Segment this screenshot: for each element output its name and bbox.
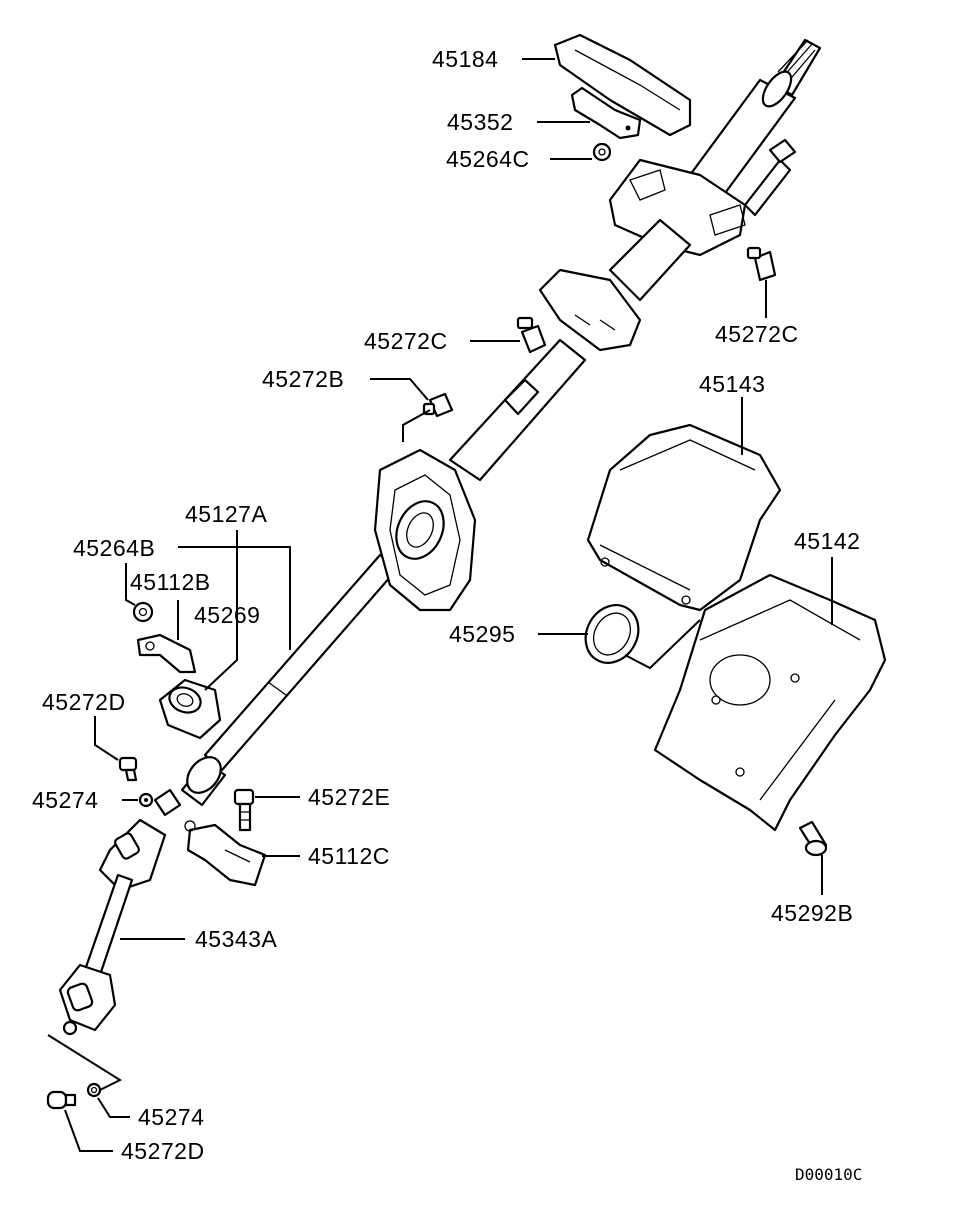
label-45143: 45143: [699, 371, 765, 397]
label-45264C: 45264C: [446, 146, 530, 172]
part-45274-washer-bottom: [86, 1082, 102, 1098]
lower-universal-joint: [58, 963, 117, 1036]
part-45272C-bolt-left: [516, 316, 547, 354]
label-45272E: 45272E: [308, 784, 390, 810]
part-45112C-bracket: [184, 820, 267, 887]
label-45269: 45269: [194, 602, 260, 628]
label-45343A: 45343A: [195, 926, 277, 952]
label-45272D-bottom: 45272D: [121, 1138, 205, 1164]
part-45352-clamp: [570, 86, 642, 140]
leader-lines: [47, 58, 833, 1152]
label-45142: 45142: [794, 528, 860, 554]
label-45272D-top: 45272D: [42, 689, 126, 715]
part-45274-washer-top: [138, 792, 154, 808]
upper-universal-joint: [98, 788, 182, 892]
label-45292B: 45292B: [771, 900, 853, 926]
label-45264B: 45264B: [73, 535, 155, 561]
part-45272E-bolt: [233, 788, 255, 832]
part-45343A-intermediate-shaft: [83, 873, 134, 977]
part-45264C-nut: [592, 142, 612, 162]
part-45272D-bolt-top: [118, 756, 138, 782]
dust-boot-plate: [373, 448, 477, 612]
label-45272C-right: 45272C: [715, 321, 799, 347]
part-45184-cover: [553, 33, 692, 137]
part-45264B-nut: [132, 601, 154, 623]
part-45272B-bolt: [422, 392, 454, 418]
part-45272C-bolt-right: [746, 246, 777, 282]
label-45272C-left: 45272C: [364, 328, 448, 354]
part-45143-upper-cover: [586, 423, 782, 612]
label-45274-top: 45274: [32, 787, 98, 813]
part-45295-ring: [584, 604, 640, 664]
label-45295: 45295: [449, 621, 515, 647]
label-45112C: 45112C: [308, 843, 390, 869]
part-45292B-screw: [798, 820, 828, 857]
part-45112B-bracket: [136, 633, 197, 674]
label-45112B: 45112B: [130, 569, 211, 595]
label-45274-bottom: 45274: [138, 1104, 204, 1130]
part-45269-bushing: [158, 678, 222, 740]
part-number-labels: 45184 45352 45264C 45272C 45272C 45272B …: [32, 46, 862, 1184]
upper-column-assembly: [448, 38, 822, 482]
label-45352: 45352: [447, 109, 513, 135]
label-45127A: 45127A: [185, 501, 267, 527]
part-45142-lower-cover: [653, 573, 887, 832]
label-45272B: 45272B: [262, 366, 344, 392]
reference-code: D00010C: [795, 1165, 862, 1184]
label-45184: 45184: [432, 46, 498, 72]
part-45272D-bolt-bottom: [46, 1090, 77, 1110]
